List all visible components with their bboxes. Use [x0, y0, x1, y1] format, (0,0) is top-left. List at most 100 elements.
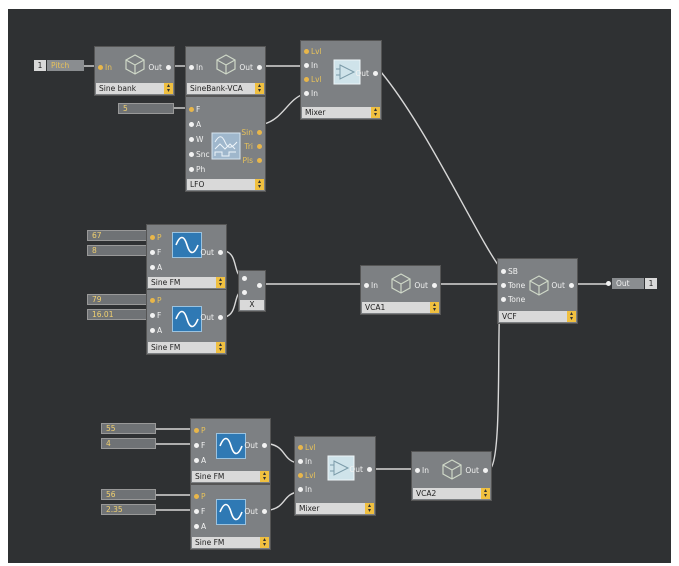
sine-fm-3-name[interactable]: Sine FM▴▾: [192, 471, 269, 482]
multiply-name[interactable]: X: [240, 300, 264, 310]
vcf-tone2-port[interactable]: [501, 297, 506, 302]
mixer-1-lvl2-port[interactable]: [304, 77, 309, 82]
mixer-2-module[interactable]: Lvl In Lvl In Out Mixer▴▾: [294, 436, 376, 516]
lfo-snc-port[interactable]: [189, 152, 194, 157]
sine-bank-name[interactable]: Sine bank▴▾: [96, 83, 173, 94]
lfo-tri-port[interactable]: [257, 144, 262, 149]
sine-fm-2-name[interactable]: Sine FM▴▾: [148, 342, 225, 353]
mixer-1-in2-port[interactable]: [304, 91, 309, 96]
lfo-ph-port[interactable]: [189, 167, 194, 172]
mixer-1-lvl1-port[interactable]: [304, 49, 309, 54]
sine-fm-1-f-port[interactable]: [150, 250, 155, 255]
sine-fm-4-name[interactable]: Sine FM▴▾: [192, 537, 269, 548]
vca1-module[interactable]: In Out VCA1▴▾: [360, 265, 441, 315]
dropdown-icon[interactable]: ▴▾: [365, 503, 374, 514]
vca2-module[interactable]: In Out VCA2▴▾: [411, 451, 492, 501]
fm3-p-value[interactable]: 55: [101, 423, 156, 434]
sine-bank-in-port[interactable]: [98, 65, 103, 70]
dropdown-icon[interactable]: ▴▾: [255, 179, 264, 190]
mixer-1-in1-port[interactable]: [304, 63, 309, 68]
sine-fm-1-a-port[interactable]: [150, 265, 155, 270]
patch-canvas[interactable]: 1 Pitch In Out Sine bank▴▾ In Out SineBa…: [8, 9, 671, 563]
lfo-f-port[interactable]: [189, 107, 194, 112]
lfo-w-port[interactable]: [189, 137, 194, 142]
sine-fm-3-out-port[interactable]: [262, 443, 267, 448]
fm4-f-value[interactable]: 2.35: [101, 504, 156, 515]
dropdown-icon[interactable]: ▴▾: [216, 342, 225, 353]
vcf-name[interactable]: VCF▴▾: [499, 311, 576, 322]
vca2-name[interactable]: VCA2▴▾: [413, 488, 490, 499]
sine-fm-2-module[interactable]: P F A Out Sine FM▴▾: [146, 289, 227, 355]
dropdown-icon[interactable]: ▴▾: [260, 537, 269, 548]
dropdown-icon[interactable]: ▴▾: [216, 277, 225, 288]
fm4-p-value[interactable]: 56: [101, 489, 156, 500]
mixer-1-out-port[interactable]: [373, 71, 378, 76]
sine-fm-4-p-port[interactable]: [194, 494, 199, 499]
sine-bank-out-port[interactable]: [166, 65, 171, 70]
mixer-2-lvl2-port[interactable]: [298, 473, 303, 478]
lfo-module[interactable]: F A W Snc Ph Sin Tri Pls LFO▴▾: [185, 96, 266, 192]
sine-bank-module[interactable]: In Out Sine bank▴▾: [94, 46, 175, 96]
fm2-p-value[interactable]: 79: [87, 294, 149, 305]
mixer-2-out-port[interactable]: [367, 467, 372, 472]
fm1-f-value[interactable]: 8: [87, 245, 149, 256]
multiply-in2-port[interactable]: [242, 290, 247, 295]
dropdown-icon[interactable]: ▴▾: [371, 107, 380, 118]
sine-fm-3-a-port[interactable]: [194, 458, 199, 463]
dropdown-icon[interactable]: ▴▾: [567, 311, 576, 322]
fm3-f-value[interactable]: 4: [101, 438, 156, 449]
sinebank-vca-name[interactable]: SineBank-VCA▴▾: [187, 83, 264, 94]
dropdown-icon[interactable]: ▴▾: [481, 488, 490, 499]
vca2-out-port[interactable]: [483, 468, 488, 473]
fm2-f-value[interactable]: 16.01: [87, 309, 149, 320]
sinebank-vca-out-port[interactable]: [257, 65, 262, 70]
sine-fm-1-p-port[interactable]: [150, 235, 155, 240]
vcf-sb-port[interactable]: [501, 269, 506, 274]
sine-fm-2-f-port[interactable]: [150, 313, 155, 318]
lfo-pls-port[interactable]: [257, 158, 262, 163]
mixer-2-in1-port[interactable]: [298, 459, 303, 464]
vca1-name[interactable]: VCA1▴▾: [362, 302, 439, 313]
sine-fm-3-f-port[interactable]: [194, 443, 199, 448]
sine-fm-1-name[interactable]: Sine FM▴▾: [148, 277, 225, 288]
vcf-out-port[interactable]: [569, 283, 574, 288]
sine-fm-4-f-port[interactable]: [194, 509, 199, 514]
sine-fm-2-p-port[interactable]: [150, 298, 155, 303]
output-label[interactable]: Out: [612, 278, 644, 289]
lfo-a-port[interactable]: [189, 122, 194, 127]
pitch-input-label[interactable]: Pitch: [47, 60, 84, 71]
lfo-freq-value[interactable]: 5: [118, 103, 174, 114]
vca1-out-port[interactable]: [432, 283, 437, 288]
mixer-1-module[interactable]: Lvl In Lvl In Out Mixer▴▾: [300, 40, 382, 120]
sinebank-vca-module[interactable]: In Out SineBank-VCA▴▾: [185, 46, 266, 96]
mixer-2-name[interactable]: Mixer▴▾: [296, 503, 374, 514]
sine-fm-3-p-port[interactable]: [194, 428, 199, 433]
dropdown-icon[interactable]: ▴▾: [164, 83, 173, 94]
sine-fm-2-a-port[interactable]: [150, 328, 155, 333]
sine-fm-1-out-port[interactable]: [218, 250, 223, 255]
vca1-in-port[interactable]: [364, 283, 369, 288]
dropdown-icon[interactable]: ▴▾: [255, 83, 264, 94]
mixer-2-in2-port[interactable]: [298, 487, 303, 492]
multiply-in1-port[interactable]: [242, 276, 247, 281]
output-port[interactable]: [606, 281, 611, 286]
sine-fm-1-module[interactable]: P F A Out Sine FM▴▾: [146, 224, 227, 290]
sine-fm-4-a-port[interactable]: [194, 524, 199, 529]
lfo-name[interactable]: LFO▴▾: [187, 179, 264, 190]
dropdown-icon[interactable]: ▴▾: [260, 471, 269, 482]
sine-fm-2-out-port[interactable]: [218, 315, 223, 320]
lfo-sin-port[interactable]: [257, 130, 262, 135]
mixer-1-name[interactable]: Mixer▴▾: [302, 107, 380, 118]
sine-fm-3-module[interactable]: P F A Out Sine FM▴▾: [190, 418, 271, 484]
vcf-tone1-port[interactable]: [501, 283, 506, 288]
multiply-module[interactable]: X: [238, 270, 266, 312]
vca2-in-port[interactable]: [415, 468, 420, 473]
fm1-p-value[interactable]: 67: [87, 230, 149, 241]
vcf-module[interactable]: SB Tone Tone Out VCF▴▾: [497, 258, 578, 324]
sine-fm-4-module[interactable]: P F A Out Sine FM▴▾: [190, 484, 271, 550]
sine-fm-4-out-port[interactable]: [262, 509, 267, 514]
multiply-out-port[interactable]: [257, 283, 262, 288]
dropdown-icon[interactable]: ▴▾: [430, 302, 439, 313]
mixer-2-lvl1-port[interactable]: [298, 445, 303, 450]
sinebank-vca-in-port[interactable]: [189, 65, 194, 70]
